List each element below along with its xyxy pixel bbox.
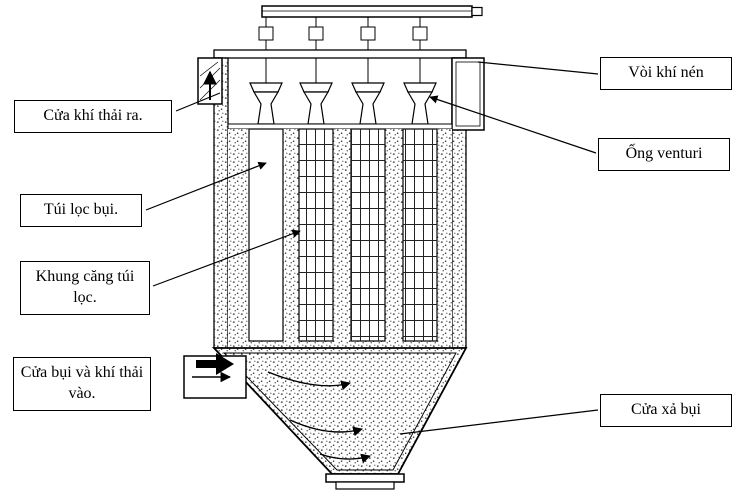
label-venturi-tube: Ống venturi (598, 138, 730, 171)
hopper-flow-arrows (267, 371, 371, 464)
filter-bag-shape (248, 128, 284, 342)
flow-arrow (267, 371, 351, 391)
housing-top-plate (213, 49, 467, 59)
bag-cage (299, 129, 333, 341)
filter-bag-with-cage (402, 128, 438, 342)
right-plenum-box (451, 57, 485, 131)
venturi-tubes (249, 82, 437, 125)
venturi-shape (249, 82, 283, 125)
bag-cage (351, 129, 385, 341)
pulse-valves (258, 17, 428, 84)
inlet-bold-arrow (196, 353, 234, 375)
leader-exhaust-outlet (175, 92, 221, 112)
tube-sheet (227, 123, 453, 130)
label-dust-discharge-outlet: Cửa xả bụi (600, 394, 732, 427)
leader-bag-frame (152, 229, 301, 287)
leader-air-nozzle (477, 61, 599, 75)
bag-cage (403, 129, 437, 341)
filter-bag-with-cage (298, 128, 334, 342)
label-bag-tension-frame: Khung căng túi lọc. (20, 261, 150, 315)
label-exhaust-outlet: Cửa khí thải ra. (14, 100, 172, 133)
discharge-flange (325, 473, 405, 490)
venturi-shape (403, 82, 437, 125)
leader-filter-bag (145, 161, 267, 211)
label-filter-bag: Túi lọc bụi. (20, 194, 142, 227)
label-compressed-air-nozzle: Vòi khí nén (600, 57, 732, 90)
leader-dust-discharge (399, 409, 599, 435)
leader-lines (145, 61, 599, 435)
filter-bag-with-cage (350, 128, 386, 342)
leader-venturi (429, 95, 597, 154)
hopper (211, 347, 468, 475)
flow-arrow (289, 419, 363, 437)
flow-arrow (319, 453, 371, 464)
label-dust-gas-inlet: Cửa bụi và khí thải vào. (13, 357, 151, 411)
compressed-air-header (261, 5, 483, 18)
venturi-shape (299, 82, 333, 125)
venturi-shape (351, 82, 385, 125)
exhaust-duct (197, 57, 223, 105)
